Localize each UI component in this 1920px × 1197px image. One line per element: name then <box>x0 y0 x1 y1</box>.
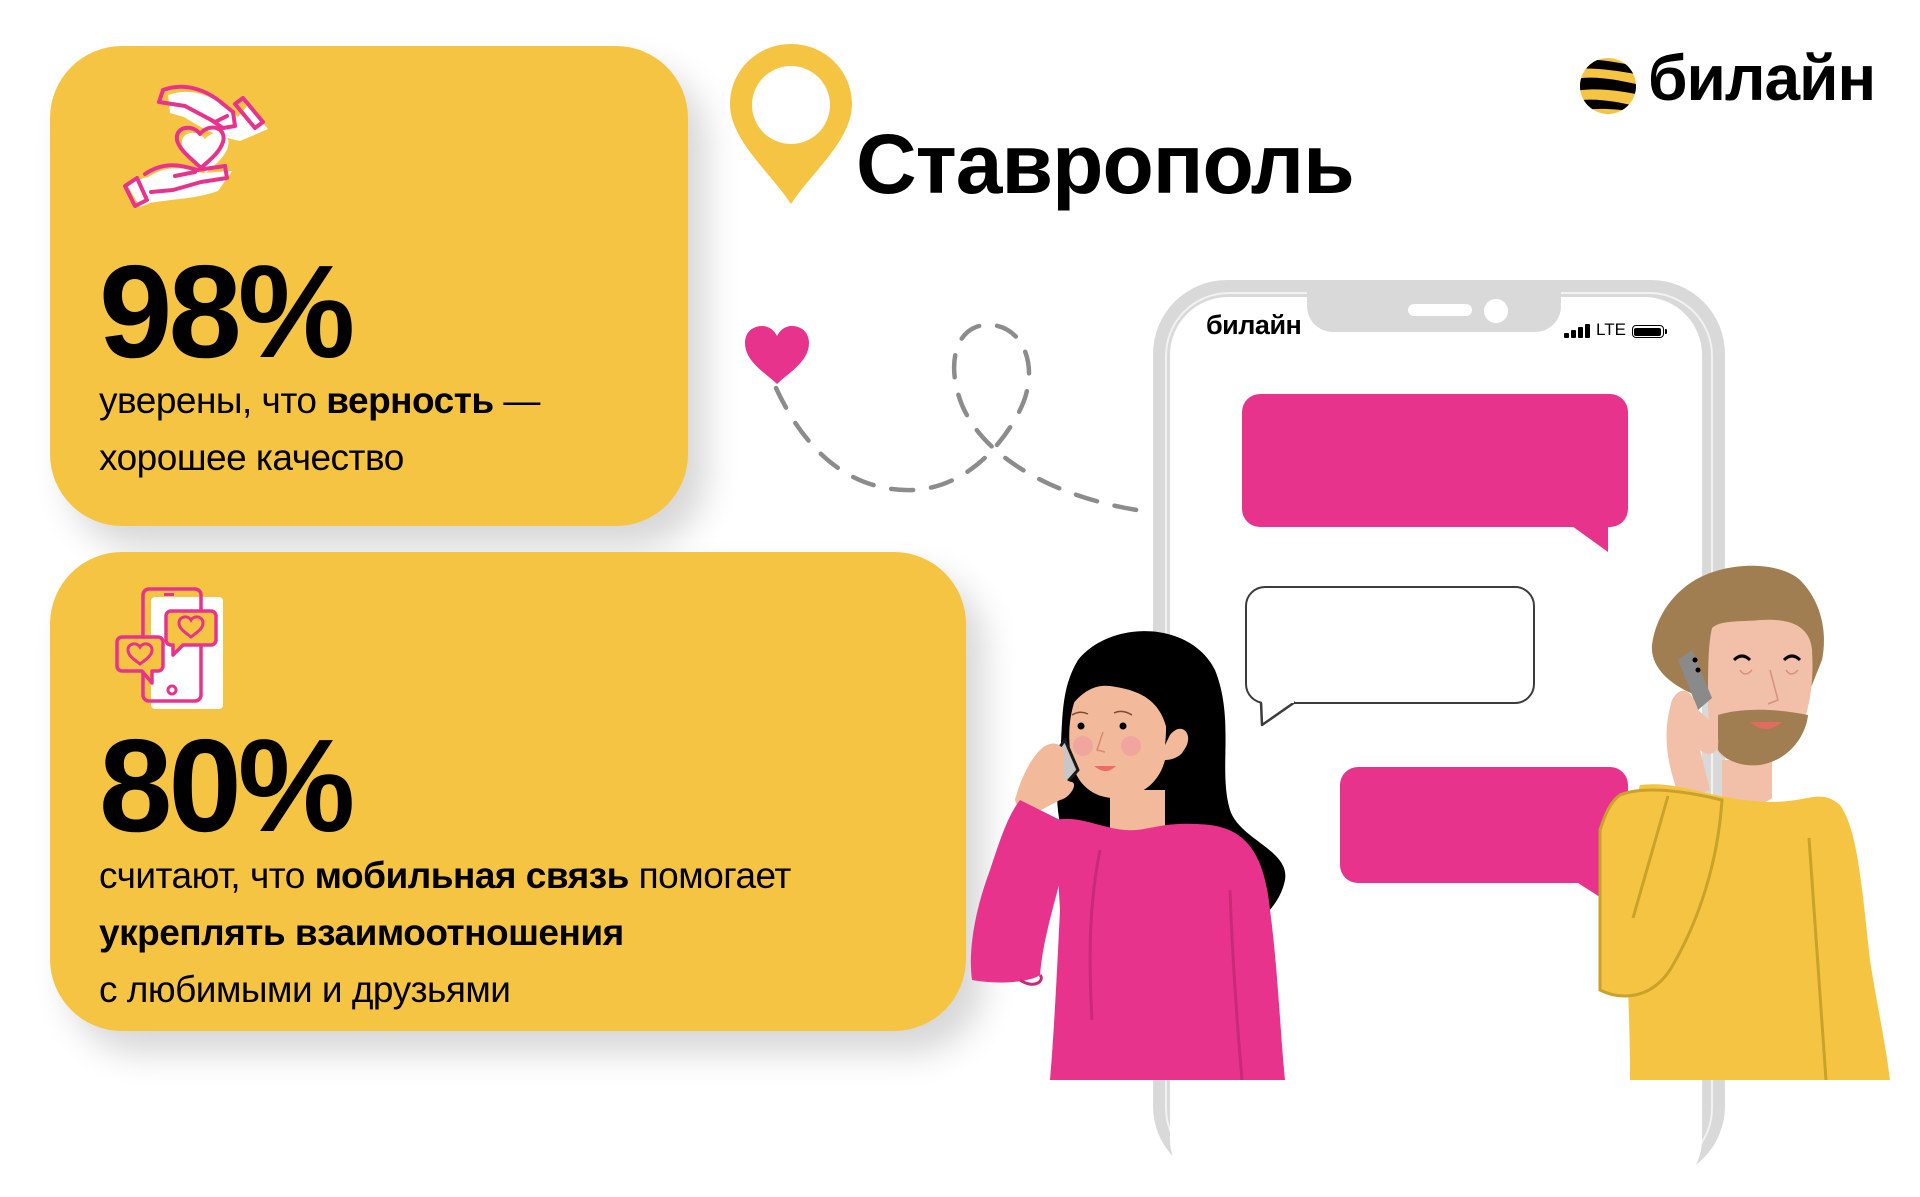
man-on-phone-illustration <box>1598 565 1890 1081</box>
stat-card-loyalty <box>50 46 688 526</box>
stat-text-bold: мобильная связь <box>314 855 630 896</box>
beeline-striped-ball-icon <box>1580 58 1636 114</box>
stat-description-loyalty: уверены, что верность — хорошее качество <box>99 372 540 486</box>
bubble-tail <box>1259 696 1296 727</box>
stat-value-98: 98% <box>99 238 355 385</box>
phone-camera <box>1484 299 1508 323</box>
city-title: Ставрополь <box>856 117 1355 211</box>
battery-icon <box>1631 325 1667 338</box>
stat-text-line2-bold: укреплять взаимоотношения <box>99 912 624 953</box>
woman-on-phone-illustration <box>970 631 1286 1081</box>
dashed-loop-path <box>773 322 1153 515</box>
phone-carrier-label: билайн <box>1206 310 1302 340</box>
stat-text-bold: верность <box>326 380 494 421</box>
bubble-tail <box>1572 526 1608 552</box>
message-bubble-outgoing <box>1245 586 1535 704</box>
location-pin-icon <box>730 44 852 204</box>
stat-text-line2: хорошее качество <box>99 437 404 478</box>
stat-text-suffix: — <box>493 380 540 421</box>
phone-speaker <box>1408 304 1472 316</box>
stat-text-line3: с любимыми и друзьями <box>99 969 511 1010</box>
heart-icon <box>745 326 809 384</box>
message-bubble-incoming <box>1242 394 1628 527</box>
stat-text-prefix: уверены, что <box>99 380 327 421</box>
hands-heart-icon <box>123 84 268 208</box>
signal-bars-icon <box>1564 324 1590 338</box>
stat-description-mobile: считают, что мобильная связь помогает ук… <box>99 847 791 1018</box>
phone-hearts-icon <box>115 587 223 709</box>
phone-status-bar: LTE <box>1564 320 1667 339</box>
stat-text-suffix: помогает <box>628 855 792 896</box>
stat-value-80: 80% <box>99 712 355 859</box>
brand-logo-text: билайн <box>1648 42 1876 114</box>
stat-text-prefix: считают, что <box>99 855 315 896</box>
message-bubble-incoming <box>1340 767 1628 883</box>
network-type: LTE <box>1596 320 1626 339</box>
